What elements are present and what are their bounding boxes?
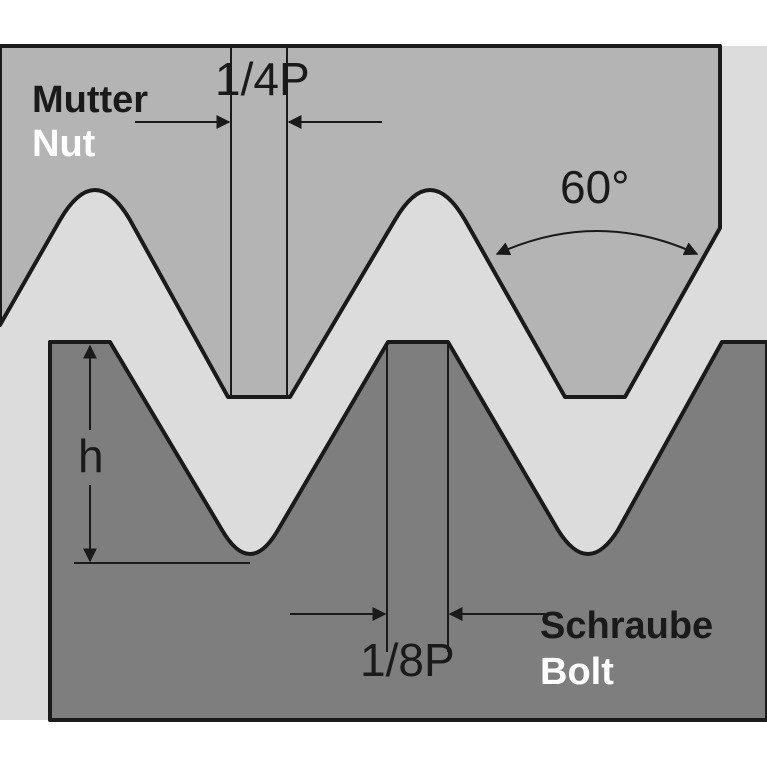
thread-angle-label: 60° bbox=[560, 161, 630, 213]
nut-crest-dimension: 1/4P bbox=[215, 53, 310, 105]
bolt-label-en: Bolt bbox=[540, 651, 614, 693]
bolt-label-de: Schraube bbox=[540, 605, 713, 647]
bolt-crest-dimension: 1/8P bbox=[360, 634, 455, 686]
angle-arc bbox=[495, 230, 699, 256]
nut-body bbox=[0, 44, 722, 399]
thread-height-label: h bbox=[78, 430, 104, 482]
nut-label-en: Nut bbox=[32, 123, 96, 165]
nut-label-de: Mutter bbox=[32, 79, 148, 121]
